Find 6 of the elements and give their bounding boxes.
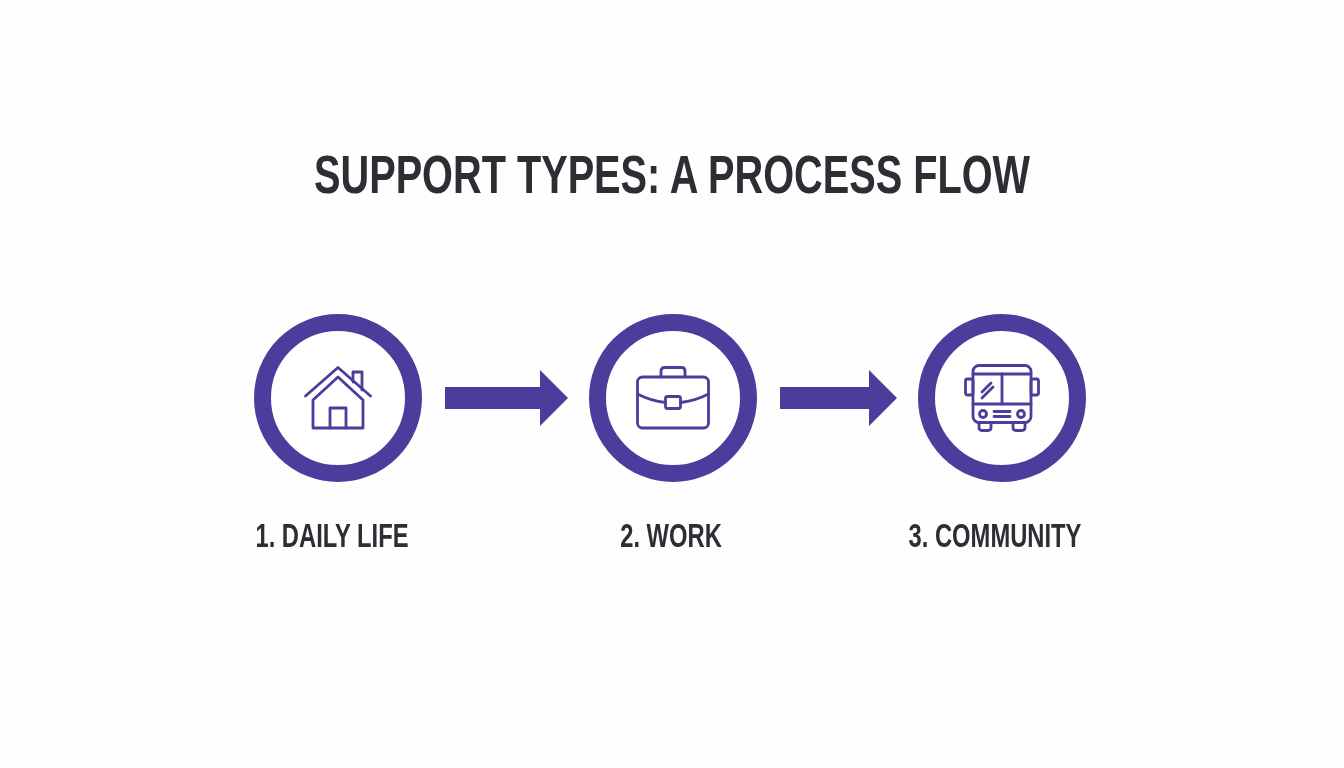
step-label: 3. COMMUNITY (908, 517, 1082, 555)
arrow (445, 370, 568, 426)
step-label: 1. DAILY LIFE (255, 517, 409, 555)
step-label: 2. WORK (620, 517, 722, 555)
arrow (780, 370, 897, 426)
diagram-title: SUPPORT TYPES: A PROCESS FLOW (314, 144, 1030, 204)
